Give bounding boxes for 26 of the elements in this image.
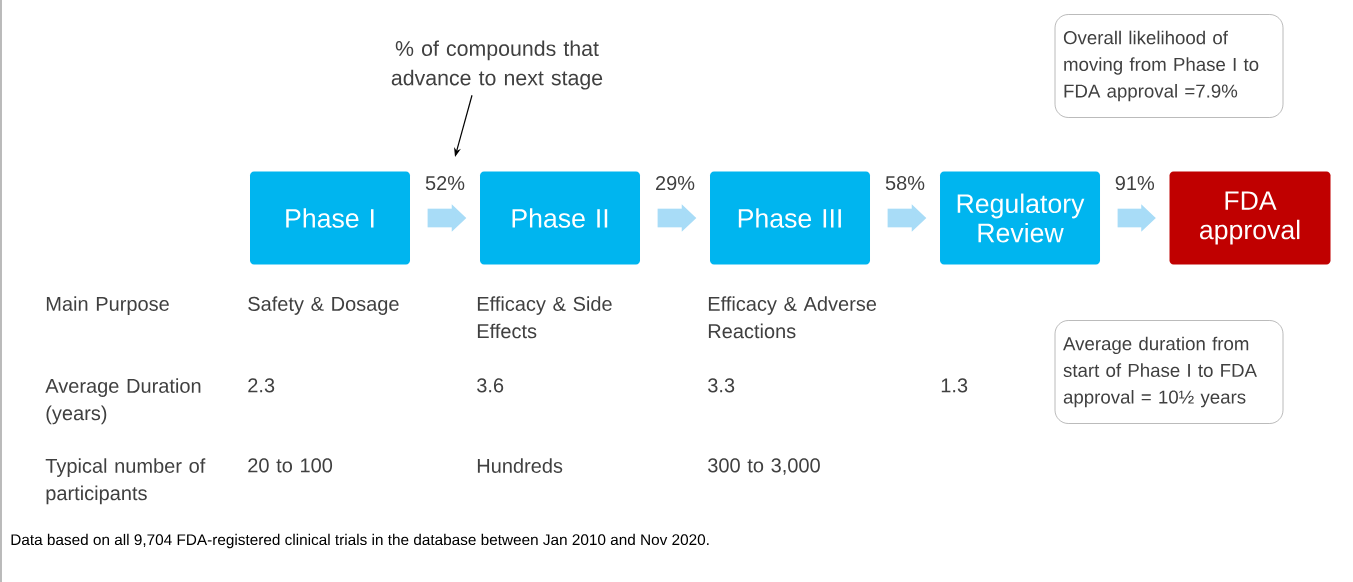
table-text: 3.3 <box>708 378 735 393</box>
table-text: 3.6 <box>477 378 504 393</box>
table-text: 300 to 3,000 <box>708 458 820 475</box>
footnote: Data based on all 9,704 FDA-registered clinical trials in the database between Jan 2010 and Nov 2020. <box>11 533 709 549</box>
callout-text: % of compounds that advance to next stage <box>391 40 603 90</box>
phase-box: Regulatory Review <box>940 171 1100 265</box>
table-text: 2.3 <box>248 378 275 393</box>
table-text: Efficacy & Adverse Reactions <box>708 296 877 339</box>
percent-label: 91% <box>1115 175 1155 191</box>
percent-label: 52% <box>425 175 465 191</box>
callout-box: Overall likelihood of moving from Phase I to FDA approval =7.9% <box>1054 14 1284 118</box>
table-text: Main Purpose <box>46 296 169 315</box>
phase-box: Phase III <box>710 171 870 265</box>
callout-box: Average duration from start of Phase I to FDA approval = 10½ years <box>1054 320 1284 424</box>
phase-box: Phase I <box>250 171 410 265</box>
table-text: Efficacy & Side Effects <box>477 296 612 339</box>
percent-label: 58% <box>885 175 925 191</box>
table-text: 1.3 <box>941 378 968 393</box>
percent-label: 29% <box>656 175 695 191</box>
table-text: Safety & Dosage <box>248 296 399 315</box>
table-text: 20 to 100 <box>248 458 333 473</box>
approval-box: FDA approval <box>1169 171 1331 265</box>
table-text: Average Duration (years) <box>45 378 201 425</box>
table-text: Hundreds <box>477 458 563 473</box>
table-text: Typical number of participants <box>45 458 206 505</box>
phase-box: Phase II <box>480 171 640 265</box>
